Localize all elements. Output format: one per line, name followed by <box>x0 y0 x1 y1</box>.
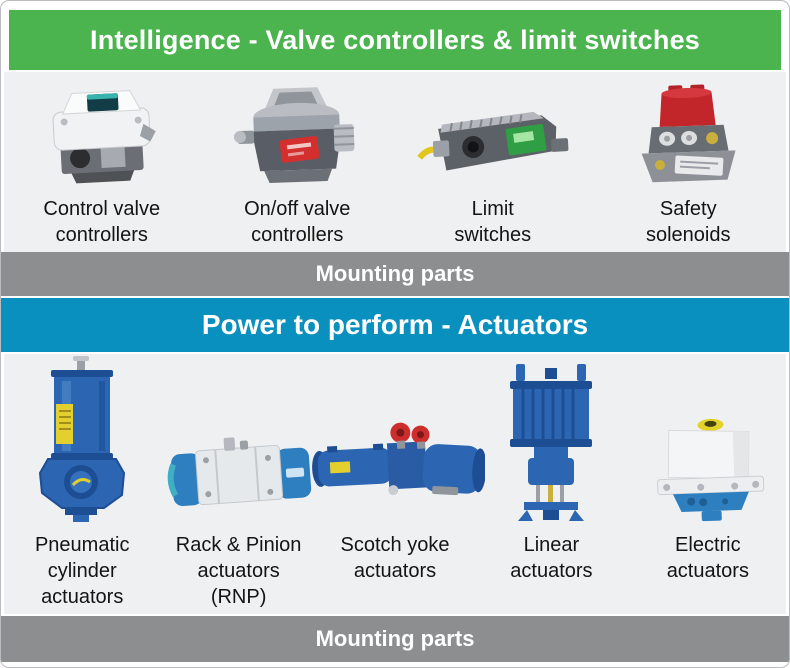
product-label: Limit switches <box>454 198 532 246</box>
safety-solenoids-product-image <box>623 72 753 188</box>
mounting-parts-label: Mounting parts <box>315 261 475 286</box>
product-item-safety-solenoids: Safety solenoids <box>591 72 787 252</box>
product-label: On/off valve controllers <box>244 198 351 246</box>
product-label: Safety solenoids <box>645 198 731 246</box>
controllers-header-title: Intelligence - Valve controllers & limit… <box>90 24 700 55</box>
product-item-pneumatic-cylinder-actuators: Pneumatic cylinder actuators <box>4 354 160 614</box>
mounting-parts-bar-bottom: Mounting parts <box>1 616 789 662</box>
actuators-header-band: Power to perform - Actuators <box>1 298 789 352</box>
product-item-electric-actuators: Electric actuators <box>630 354 786 614</box>
product-label: Electric actuators <box>666 534 749 582</box>
product-label: Pneumatic cylinder actuators <box>34 534 130 608</box>
product-label: Control valve controllers <box>43 198 161 246</box>
actuators-header-title: Power to perform - Actuators <box>201 309 589 340</box>
product-label: Scotch yoke actuators <box>340 534 450 582</box>
limit-switches-product-image <box>413 72 573 188</box>
product-item-control-valve-controllers: Control valve controllers <box>4 72 200 252</box>
actuators-section: Pneumatic cylinder actuators <box>4 354 786 614</box>
bottom-spacer <box>1 662 789 667</box>
mounting-parts-label: Mounting parts <box>315 626 475 651</box>
pneumatic-cylinder-actuators-product-image <box>22 354 142 524</box>
scotch-yoke-actuators-product-image <box>305 354 486 524</box>
product-item-linear-actuators: Linear actuators <box>473 354 629 614</box>
linear-actuators-product-image <box>501 354 601 524</box>
product-item-scotch-yoke-actuators: Scotch yoke actuators <box>312 354 486 614</box>
product-item-rack-and-pinion-actuators: Rack & Pinion actuators (RNP) <box>160 354 316 614</box>
on-off-valve-controllers-product-image <box>227 72 367 188</box>
control-valve-controllers-product-image <box>32 72 172 188</box>
product-item-limit-switches: Limit switches <box>395 72 591 252</box>
mounting-parts-bar-top: Mounting parts <box>1 252 789 296</box>
product-item-on-off-valve-controllers: On/off valve controllers <box>200 72 396 252</box>
electric-actuators-product-image <box>638 354 778 524</box>
product-label: Linear actuators <box>510 534 593 582</box>
controllers-section: Control valve controllers <box>4 72 786 252</box>
product-label: Rack & Pinion actuators (RNP) <box>175 534 302 608</box>
controllers-header-band: Intelligence - Valve controllers & limit… <box>9 10 781 70</box>
rack-and-pinion-actuators-product-image <box>159 354 319 524</box>
